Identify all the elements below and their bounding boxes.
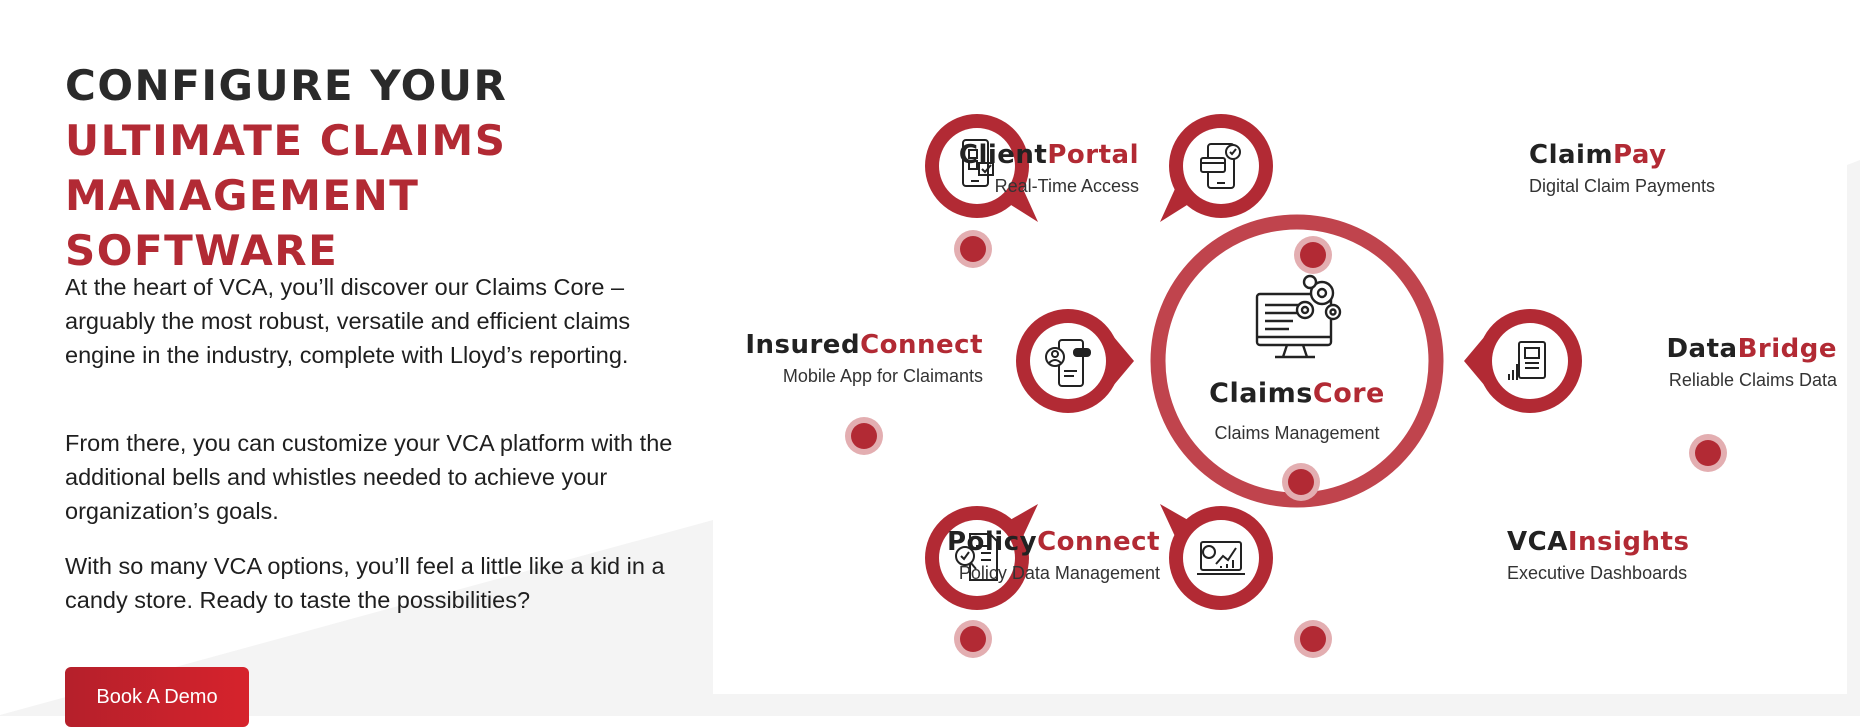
client-portal-title: ClientPortal — [958, 140, 1139, 170]
claims-core-title: ClaimsCore — [1209, 378, 1385, 409]
client-portal-label[interactable]: ClientPortal Real-Time Access — [773, 140, 1139, 197]
insured-connect-title: InsuredConnect — [745, 330, 983, 360]
book-demo-button[interactable]: Book A Demo — [65, 667, 249, 727]
claim-pay-subtitle: Digital Claim Payments — [1529, 176, 1716, 196]
claims-core-node[interactable] — [1150, 214, 1444, 508]
phone-checklist-icon — [962, 139, 994, 187]
claim-pay-title: ClaimPay — [1529, 140, 1667, 170]
module-diagram — [845, 114, 1727, 658]
claim-pay-label[interactable]: ClaimPay Digital Claim Payments — [1529, 140, 1715, 197]
claim-pay-node[interactable] — [1160, 114, 1332, 274]
client-portal-subtitle: Real-Time Access — [994, 176, 1139, 196]
title-line-1: CONFIGURE YOUR — [65, 61, 508, 110]
computer-gears-icon — [1255, 274, 1342, 359]
policy-connect-node[interactable] — [925, 504, 1038, 658]
vca-insights-title: VCAInsights — [1507, 527, 1690, 557]
insured-connect-node[interactable] — [845, 309, 1134, 455]
page-title: CONFIGURE YOUR ULTIMATE CLAIMS MANAGEMEN… — [65, 58, 705, 278]
client-portal-node[interactable] — [925, 114, 1038, 268]
data-document-icon — [1508, 341, 1546, 380]
data-bridge-label[interactable]: DataBridge Reliable Claims Data — [1593, 334, 1837, 391]
intro-paragraph-1: At the heart of VCA, you’ll discover our… — [65, 274, 631, 368]
insured-connect-label[interactable]: InsuredConnect Mobile App for Claimants — [713, 330, 983, 387]
dashboard-chart-icon — [1197, 541, 1245, 575]
vca-insights-label[interactable]: VCAInsights Executive Dashboards — [1507, 527, 1689, 584]
module-diagram-panel: ClientPortal Real-Time Access ClaimPay D… — [713, 0, 1847, 694]
intro-section: CONFIGURE YOUR ULTIMATE CLAIMS MANAGEMEN… — [65, 58, 705, 727]
claims-core-subtitle: Claims Management — [1214, 423, 1380, 443]
claims-core-label[interactable]: ClaimsCore Claims Management — [1197, 378, 1397, 444]
core-dot — [1288, 469, 1314, 495]
data-bridge-title: DataBridge — [1666, 334, 1837, 364]
intro-paragraph-2: From there, you can customize your VCA p… — [65, 430, 673, 524]
title-line-2: ULTIMATE CLAIMS — [65, 116, 507, 165]
vca-insights-node[interactable] — [1160, 504, 1332, 658]
insured-connect-subtitle: Mobile App for Claimants — [782, 366, 983, 386]
data-bridge-node[interactable] — [1464, 309, 1727, 472]
policy-search-icon — [955, 533, 998, 581]
policy-connect-subtitle: Policy Data Management — [958, 563, 1160, 583]
intro-paragraph-3: With so many VCA options, you’ll feel a … — [65, 553, 665, 613]
mobile-user-icon — [1045, 339, 1091, 387]
title-line-3: MANAGEMENT SOFTWARE — [65, 171, 420, 275]
phone-payment-icon — [1200, 143, 1241, 189]
policy-connect-label[interactable]: PolicyConnect Policy Data Management — [773, 527, 1160, 584]
policy-connect-title: PolicyConnect — [946, 527, 1160, 557]
data-bridge-subtitle: Reliable Claims Data — [1668, 370, 1837, 390]
vca-insights-subtitle: Executive Dashboards — [1507, 563, 1688, 583]
